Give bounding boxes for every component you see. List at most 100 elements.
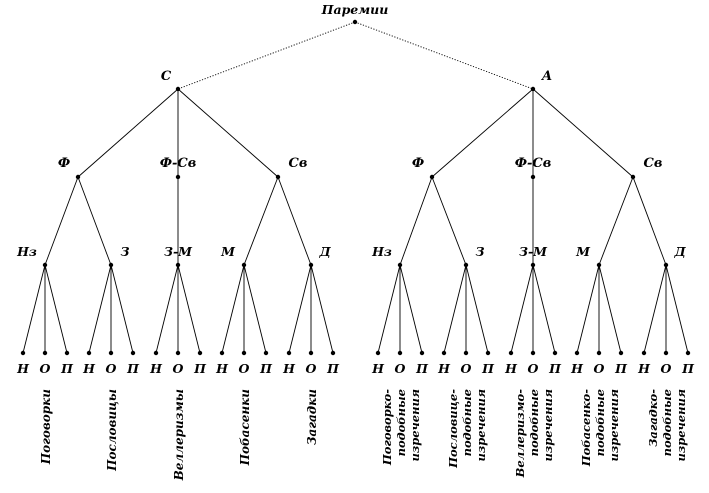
edge-level3-to-leaf <box>288 264 312 354</box>
level1-label: С <box>161 69 172 84</box>
level3-node <box>596 262 602 268</box>
leaf-node <box>508 350 514 356</box>
leaf-node <box>375 350 381 356</box>
edge-level3-to-leaf <box>532 264 556 354</box>
edge-level3-to-leaf <box>665 264 689 354</box>
leaf-node <box>219 350 225 356</box>
leaf-letter: П <box>548 361 562 376</box>
genre-caption: Побасенки <box>238 389 252 467</box>
genre-caption-line: изречения <box>408 389 422 462</box>
leaf-node <box>441 350 447 356</box>
leaf-letter: Н <box>437 361 451 376</box>
leaf-letter: Н <box>149 361 163 376</box>
genre-caption-line: Веллеризмо- <box>513 389 527 479</box>
edge-level3-to-leaf <box>88 264 112 354</box>
leaf-node <box>397 350 403 356</box>
edge-level2-to-level3 <box>277 176 312 266</box>
leaf-node <box>42 350 48 356</box>
level3-label: Нз <box>371 244 392 259</box>
edge-level3-to-leaf <box>110 264 134 354</box>
leaf-node <box>596 350 602 356</box>
edge-level3-to-leaf <box>643 264 667 354</box>
leaf-letter: П <box>193 361 207 376</box>
genre-caption-line: изречения <box>607 389 621 462</box>
leaf-node <box>308 350 314 356</box>
edge-level3-to-leaf <box>576 264 600 354</box>
level3-label: З <box>120 244 129 259</box>
leaf-node <box>175 350 181 356</box>
leaf-letter: О <box>239 361 250 376</box>
leaf-letter: Н <box>371 361 385 376</box>
genre-caption: Поговорки <box>39 389 53 465</box>
genre-caption-line: подобные <box>593 389 607 456</box>
edge-root-to-level1 <box>177 21 356 90</box>
edge-level1-to-level2 <box>431 88 534 178</box>
level3-node <box>397 262 403 268</box>
leaf-letter: П <box>326 361 340 376</box>
leaf-letter: Н <box>637 361 651 376</box>
level1-label: А <box>541 69 553 84</box>
leaf-node <box>20 350 26 356</box>
level3-label: М <box>220 244 236 259</box>
genre-caption-line: изречения <box>674 389 688 462</box>
edge-level3-to-leaf <box>510 264 534 354</box>
leaf-letter: О <box>594 361 605 376</box>
genre-caption-line: Побасенко- <box>579 389 593 467</box>
genre-caption-line: подобные <box>394 389 408 456</box>
genre-caption-line: изречения <box>541 389 555 462</box>
leaf-letter: Н <box>82 361 96 376</box>
genre-caption-line: подобные <box>660 389 674 456</box>
leaf-letter: О <box>661 361 672 376</box>
leaf-node <box>108 350 114 356</box>
genre-caption-line: подобные <box>460 389 474 456</box>
leaf-node <box>64 350 70 356</box>
leaf-node <box>530 350 536 356</box>
leaf-node <box>685 350 691 356</box>
tree-edges <box>22 21 689 354</box>
leaf-letter: О <box>528 361 539 376</box>
leaf-node <box>330 350 336 356</box>
edge-level1-to-level2 <box>177 88 279 178</box>
leaf-node <box>241 350 247 356</box>
level3-node <box>108 262 114 268</box>
edge-level2-to-level3 <box>598 176 634 266</box>
edge-level1-to-level2 <box>532 88 634 178</box>
leaf-node <box>263 350 269 356</box>
edge-level3-to-leaf <box>399 264 423 354</box>
edge-level2-to-level3 <box>431 176 467 266</box>
leaf-letter: Н <box>16 361 30 376</box>
leaf-letter: Н <box>570 361 584 376</box>
leaf-letter: Н <box>282 361 296 376</box>
level2-node <box>75 174 81 180</box>
level3-label: Д <box>318 244 331 259</box>
leaf-letter: П <box>126 361 140 376</box>
level3-node <box>463 262 469 268</box>
edge-level2-to-level3 <box>77 176 112 266</box>
edge-level3-to-leaf <box>155 264 179 354</box>
edge-level2-to-level3 <box>44 176 79 266</box>
leaf-node <box>130 350 136 356</box>
leaf-node <box>86 350 92 356</box>
leaf-node <box>663 350 669 356</box>
root-label: Паремии <box>321 2 389 17</box>
leaf-node <box>552 350 558 356</box>
leaf-node <box>574 350 580 356</box>
level2-label: Св <box>644 156 663 171</box>
level3-label: З <box>475 244 484 259</box>
leaf-letter: Н <box>504 361 518 376</box>
edge-level3-to-leaf <box>22 264 46 354</box>
leaf-node <box>197 350 203 356</box>
edge-level1-to-level2 <box>77 88 179 178</box>
level2-node <box>630 174 636 180</box>
leaf-letter: О <box>40 361 51 376</box>
genre-caption-line: Поговорко- <box>380 389 394 466</box>
leaf-node <box>641 350 647 356</box>
level3-label: З-М <box>519 244 548 259</box>
leaf-letter: П <box>481 361 495 376</box>
level2-node <box>429 174 435 180</box>
level2-label: Ф-Св <box>160 156 197 171</box>
leaf-letter: О <box>395 361 406 376</box>
edge-level3-to-leaf <box>221 264 245 354</box>
level3-node <box>42 262 48 268</box>
